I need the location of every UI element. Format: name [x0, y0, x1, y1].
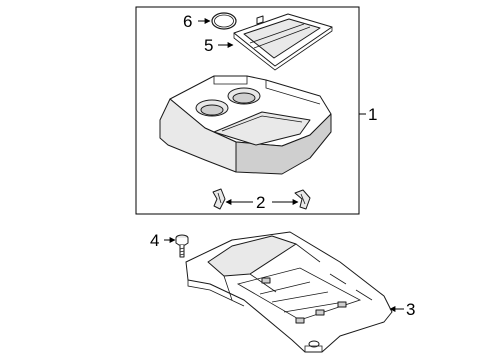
callout-4: 4 — [150, 231, 159, 250]
assembly-box — [135, 6, 360, 215]
lid-part — [233, 13, 333, 71]
bolt-part — [175, 234, 189, 258]
clip-part-right — [294, 189, 311, 210]
clip-part-left — [212, 188, 226, 210]
bracket-part — [185, 231, 393, 353]
callout-2: 2 — [256, 193, 265, 212]
console-body-part — [159, 75, 332, 175]
o-ring-part — [211, 12, 237, 30]
callout-1: 1 — [368, 105, 377, 124]
callout-6: 6 — [183, 12, 192, 31]
callout-5: 5 — [204, 36, 213, 55]
callout-3: 3 — [406, 300, 415, 319]
